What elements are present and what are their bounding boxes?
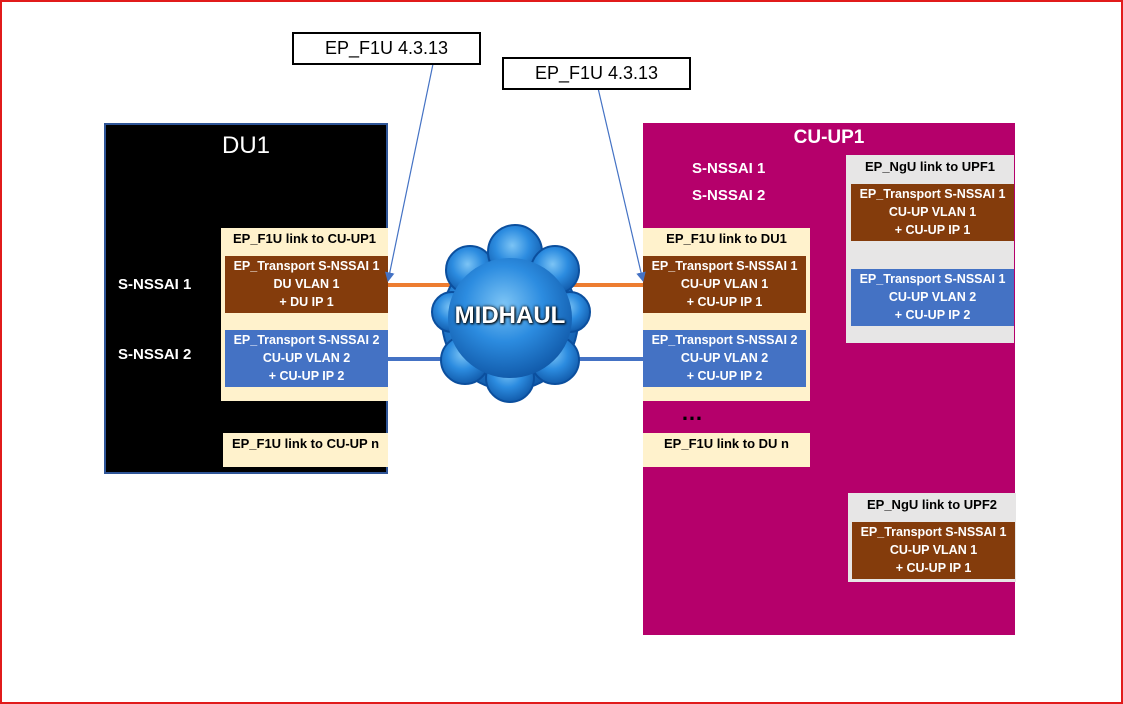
du-snssai-1-label: S-NSSAI 1	[118, 276, 192, 293]
cu-transport-1-line-2: CU-UP VLAN 1	[680, 277, 769, 291]
left-callout-arrow	[385, 63, 434, 282]
du-transport-2-line-1: EP_Transport S-NSSAI 2	[233, 333, 380, 347]
du1-title: DU1	[221, 132, 270, 159]
cu-ellipsis: …	[681, 400, 705, 425]
ngu-upf1-b-line-1: EP_Transport S-NSSAI 1	[859, 272, 1006, 286]
du-transport-snssai-1: EP_Transport S-NSSAI 1 DU VLAN 1 + DU IP…	[225, 256, 388, 313]
right-callout-arrow	[597, 87, 646, 282]
ngu-upf1-b-line-3: + CU-UP IP 2	[894, 308, 971, 322]
ngu-upf2-line-1: EP_Transport S-NSSAI 1	[860, 525, 1007, 539]
cu-transport-2-line-2: CU-UP VLAN 2	[680, 351, 769, 365]
ngu-upf1-a-line-2: CU-UP VLAN 1	[888, 205, 977, 219]
cu-transport-1-line-3: + CU-UP IP 1	[686, 295, 763, 309]
ngu-upf1-a-line-1: EP_Transport S-NSSAI 1	[859, 187, 1006, 201]
cu-transport-2-line-3: + CU-UP IP 2	[686, 369, 763, 383]
ngu-upf1-transport-b: EP_Transport S-NSSAI 1 CU-UP VLAN 2 + CU…	[851, 269, 1014, 326]
cu-transport-2-line-1: EP_Transport S-NSSAI 2	[651, 333, 798, 347]
callout-left-ep-f1u: EP_F1U 4.3.13	[292, 32, 481, 65]
du-transport-1-line-2: DU VLAN 1	[273, 277, 340, 291]
cu-f1u-link-header: EP_F1U link to DU1	[666, 231, 787, 246]
cu-transport-snssai-2: EP_Transport S-NSSAI 2 CU-UP VLAN 2 + CU…	[643, 330, 806, 387]
ngu-upf1-transport-a: EP_Transport S-NSSAI 1 CU-UP VLAN 1 + CU…	[851, 184, 1014, 241]
ngu-upf1-a-line-3: + CU-UP IP 1	[894, 223, 971, 237]
cu-transport-1-line-1: EP_Transport S-NSSAI 1	[651, 259, 798, 273]
ngu-upf1-b-line-2: CU-UP VLAN 2	[888, 290, 977, 304]
cu-transport-snssai-1: EP_Transport S-NSSAI 1 CU-UP VLAN 1 + CU…	[643, 256, 806, 313]
ngu-upf2-header: EP_NgU link to UPF2	[866, 497, 998, 512]
callout-right-ep-f1u: EP_F1U 4.3.13	[502, 57, 691, 90]
du-ellipsis: …	[292, 400, 317, 425]
ngu-upf2-line-2: CU-UP VLAN 1	[889, 543, 978, 557]
cu-f1u-link-n: EP_F1U link to DU n	[643, 433, 810, 467]
cu-snssai-1-label: S-NSSAI 1	[692, 160, 766, 177]
midhaul-cloud	[431, 224, 591, 403]
du-snssai-2-label: S-NSSAI 2	[118, 346, 192, 363]
du-f1u-link-header: EP_F1U link to CU-UP1	[232, 231, 377, 246]
du-transport-1-line-3: + DU IP 1	[279, 295, 334, 309]
ngu-upf1-header: EP_NgU link to UPF1	[864, 159, 996, 174]
du-transport-2-line-2: CU-UP VLAN 2	[262, 351, 351, 365]
du-transport-snssai-2: EP_Transport S-NSSAI 2 CU-UP VLAN 2 + CU…	[225, 330, 388, 387]
du-f1u-link-n: EP_F1U link to CU-UP n	[223, 433, 388, 467]
ngu-upf2-transport: EP_Transport S-NSSAI 1 CU-UP VLAN 1 + CU…	[852, 522, 1015, 579]
du-transport-2-line-3: + CU-UP IP 2	[268, 369, 345, 383]
cu-snssai-2-label: S-NSSAI 2	[692, 187, 766, 204]
du-transport-1-line-1: EP_Transport S-NSSAI 1	[233, 259, 380, 273]
midhaul-label: MIDHAUL	[454, 302, 566, 329]
cu-up1-title: CU-UP1	[793, 127, 865, 148]
ngu-upf2-line-3: + CU-UP IP 1	[895, 561, 972, 575]
